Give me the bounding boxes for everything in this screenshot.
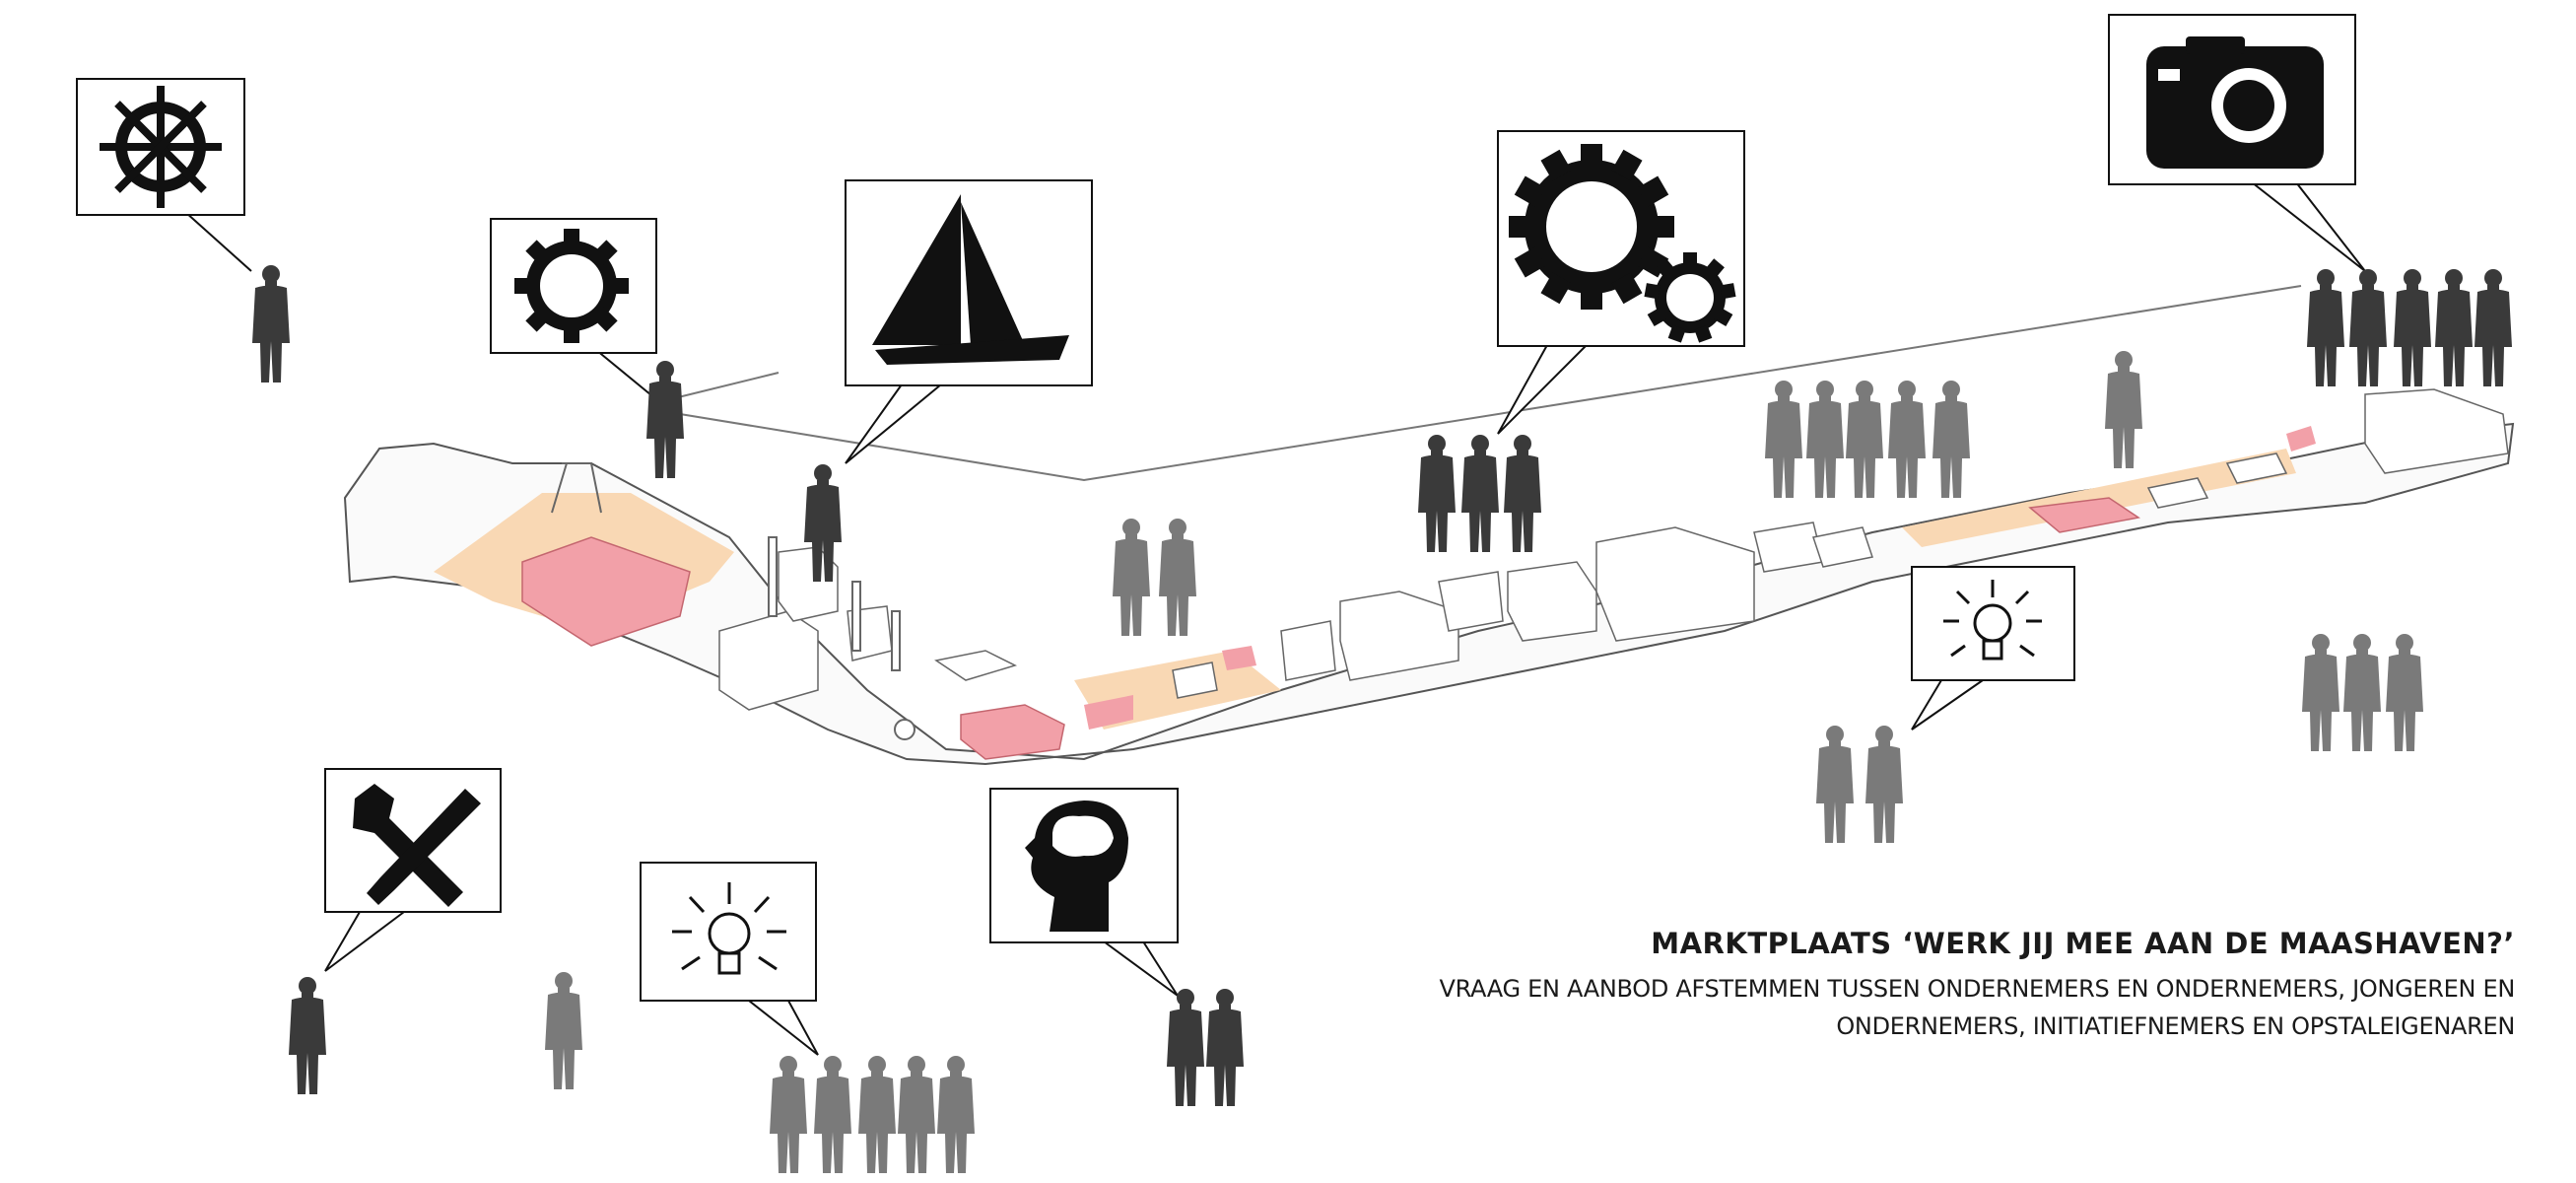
person-silhouette bbox=[252, 265, 290, 383]
sailboat-icon bbox=[872, 194, 1069, 365]
person-silhouette bbox=[2302, 634, 2339, 751]
person-silhouette bbox=[898, 1056, 935, 1173]
person-silhouette bbox=[1932, 381, 1970, 498]
person-silhouette bbox=[1159, 519, 1196, 636]
zone-pink bbox=[960, 704, 1065, 760]
harbour-strip bbox=[343, 388, 2515, 766]
person-silhouette bbox=[646, 361, 684, 478]
caption: MARKTPLAATS ‘WERK JIJ MEE AAN DE MAASHAV… bbox=[1439, 927, 2515, 1045]
ships-wheel-icon bbox=[100, 86, 222, 208]
gears-icon bbox=[1509, 144, 1736, 343]
person-silhouette bbox=[1806, 381, 1844, 498]
person-silhouette bbox=[1418, 435, 1456, 552]
speech-bubble bbox=[1911, 566, 2075, 731]
person-silhouette bbox=[1888, 381, 1926, 498]
gear-icon bbox=[514, 229, 629, 343]
camera-icon bbox=[2146, 36, 2324, 169]
person-silhouette bbox=[289, 977, 326, 1094]
person-silhouette bbox=[1765, 381, 1802, 498]
speech-bubble bbox=[640, 862, 819, 1056]
lightbulb-icon bbox=[672, 882, 786, 975]
zone-pink bbox=[1084, 695, 1133, 730]
tools-icon bbox=[353, 784, 481, 907]
brain-head-icon bbox=[1025, 800, 1128, 932]
person-silhouette bbox=[1167, 989, 1204, 1106]
caption-line-2: ONDERNEMERS, INITIATIEFNEMERS EN OPSTALE… bbox=[1836, 1012, 2515, 1040]
zone-pink bbox=[1222, 646, 1256, 670]
person-silhouette bbox=[2349, 269, 2387, 386]
quay-outline bbox=[669, 285, 2302, 482]
speech-bubble bbox=[845, 179, 1093, 464]
person-silhouette bbox=[858, 1056, 896, 1173]
speech-bubble bbox=[2108, 14, 2366, 272]
zone-pink bbox=[2286, 426, 2316, 452]
person-silhouette bbox=[1461, 435, 1499, 552]
lightbulb-icon bbox=[1943, 580, 2042, 661]
speech-bubble bbox=[76, 78, 252, 272]
speech-bubble bbox=[1497, 130, 1745, 435]
person-silhouette bbox=[1504, 435, 1541, 552]
person-silhouette bbox=[2474, 269, 2512, 386]
person-silhouette bbox=[545, 972, 582, 1089]
speech-bubble bbox=[490, 218, 663, 405]
person-silhouette bbox=[2343, 634, 2381, 751]
person-silhouette bbox=[1113, 519, 1150, 636]
person-silhouette bbox=[814, 1056, 851, 1173]
person-silhouette bbox=[770, 1056, 807, 1173]
zone-pink bbox=[2028, 497, 2140, 533]
person-silhouette bbox=[1816, 726, 1854, 843]
person-silhouette bbox=[1206, 989, 1244, 1106]
person-silhouette bbox=[1865, 726, 1903, 843]
speech-bubble bbox=[324, 768, 502, 972]
person-silhouette bbox=[2394, 269, 2431, 386]
zone-orange bbox=[1902, 449, 2296, 547]
caption-title: MARKTPLAATS ‘WERK JIJ MEE AAN DE MAASHAV… bbox=[1651, 927, 2515, 960]
person-silhouette bbox=[2105, 351, 2142, 468]
zone-pink bbox=[521, 536, 691, 647]
person-silhouette bbox=[2386, 634, 2423, 751]
speech-bubble bbox=[989, 788, 1179, 997]
person-silhouette bbox=[2435, 269, 2473, 386]
person-silhouette bbox=[937, 1056, 975, 1173]
person-silhouette bbox=[1846, 381, 1883, 498]
person-silhouette bbox=[2307, 269, 2344, 386]
caption-line-1: VRAAG EN AANBOD AFSTEMMEN TUSSEN ONDERNE… bbox=[1439, 975, 2515, 1003]
